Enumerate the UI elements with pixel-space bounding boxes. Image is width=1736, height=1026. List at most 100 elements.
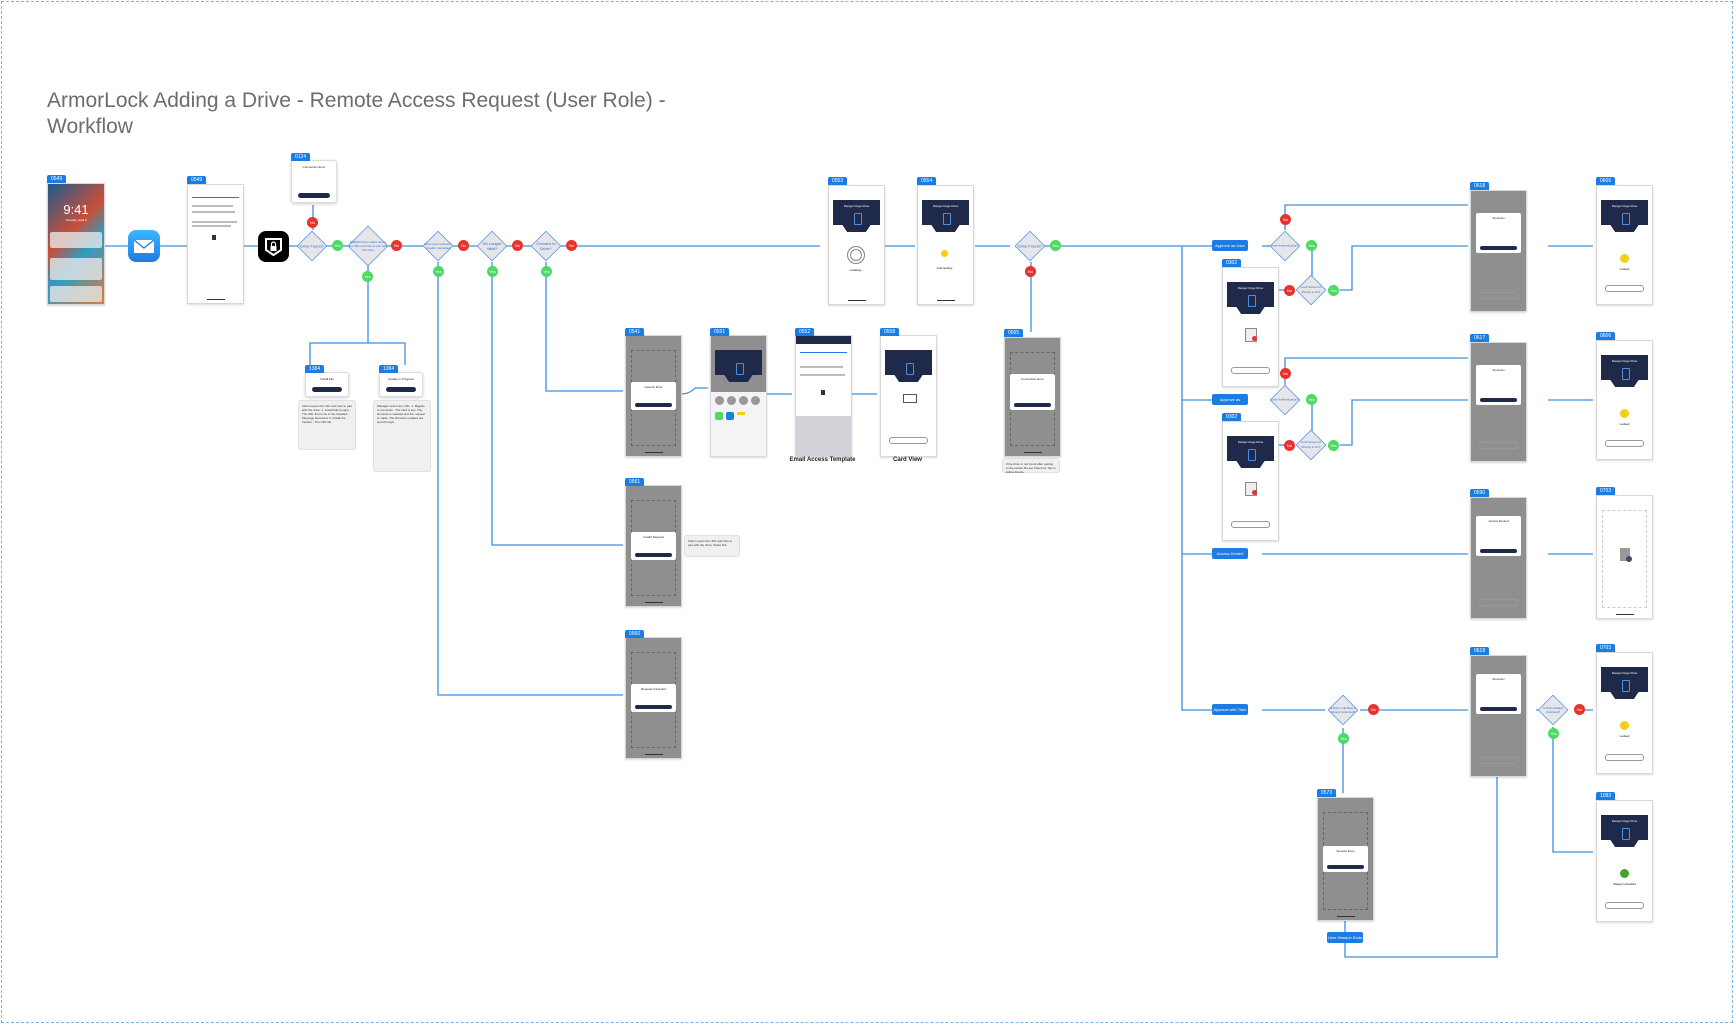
locked-screen: Danger Dogs Drive Locked (1596, 185, 1653, 305)
screen-caption: Card View (893, 457, 922, 463)
screen-tag: 0703 (1596, 487, 1616, 495)
request-button[interactable] (1479, 599, 1518, 606)
ok-button[interactable] (1327, 865, 1364, 869)
screen-tag: 0606 (1596, 177, 1616, 185)
ok-button[interactable] (1480, 549, 1517, 553)
screen-tag: 0703 (1596, 644, 1616, 652)
keyboard[interactable] (796, 416, 851, 456)
ok-button[interactable] (635, 403, 672, 407)
screen-tag: 0541 (625, 328, 645, 336)
no-badge: No (1574, 704, 1585, 715)
screen-tag: 0554 (917, 177, 937, 185)
done-button[interactable] (1480, 246, 1517, 250)
screen-caption: Email Access Template (789, 457, 856, 463)
last-known-location-button[interactable] (1605, 285, 1644, 292)
notes-icon[interactable] (737, 412, 745, 415)
screen-tag: 0551 (710, 328, 730, 336)
lock-time: 9:41 (63, 202, 89, 217)
locked-screen: Danger Dogs Drive Locked (1596, 340, 1653, 460)
close-button[interactable] (298, 193, 330, 198)
connecting-screen: Danger Dogs Drive Connecting... (917, 185, 974, 305)
approve-as-user-button[interactable]: Approve as User (1212, 240, 1248, 251)
lock-screen-mockup: 9:41 Tuesday, April 9 (47, 183, 105, 305)
ok-button[interactable] (635, 705, 672, 709)
unlock-button[interactable] (1231, 521, 1270, 528)
yes-badge: Yes (487, 266, 498, 277)
close-button[interactable] (1014, 403, 1051, 407)
decision-label: No Longer Valid? (482, 241, 502, 251)
decision-label: ERROR when Client opens the URL and trie… (348, 240, 388, 252)
generic-error-screen: Generic Error (625, 335, 682, 457)
access-denied-button[interactable]: Access Denied (1212, 548, 1248, 559)
decision-label: Lock Screen of iPhone is On? (1300, 285, 1321, 294)
screen-tag: 0565 (1004, 329, 1024, 337)
decision-always-unlocked: Is Drive Unlocked in Always Unlocked? (1327, 694, 1359, 726)
expired-document-icon (1620, 548, 1630, 561)
unlock-button[interactable] (1231, 367, 1270, 374)
no-badge: No (512, 240, 523, 251)
decision-label: Connect to Drive? (536, 241, 556, 251)
decision-drive-found: Drive Found? (296, 230, 328, 262)
screen-tag: 0618 (1470, 182, 1490, 190)
decision-ice: Drive Card ordered / Invalid / cancelled (422, 230, 454, 262)
screen-tag: 0558 (880, 328, 900, 336)
request-button[interactable] (1479, 442, 1518, 449)
mail-app-icon (128, 230, 160, 262)
yes-badge: Yes (1328, 285, 1339, 296)
always-unlocked-screen: Danger Dogs Drive Always Unlocked (1596, 800, 1653, 922)
yes-badge: Yes (1328, 440, 1339, 451)
request-button[interactable] (1479, 757, 1518, 764)
decision-label: Is Drive Unlocked in Always Unlocked? (1329, 706, 1357, 714)
decision-lock-screen-1: Lock Screen of iPhone is On? (1295, 274, 1327, 306)
yes-badge: Yes (332, 240, 343, 251)
unlock-icon (1619, 869, 1629, 878)
last-known-location-button[interactable] (1605, 440, 1644, 447)
ok-button[interactable] (312, 387, 342, 392)
approve-as-manager-button[interactable]: Approve as Manager (1212, 394, 1248, 413)
last-known-location-button[interactable] (1605, 902, 1644, 909)
screen-tag: 1384 (379, 365, 399, 373)
fw-update-note: Manager opens the URL. 1. Migrate to Com… (373, 400, 431, 472)
last-known-location-button[interactable] (1605, 754, 1644, 761)
user-session-ends-button[interactable]: User Session Ends (1327, 932, 1363, 943)
success-screen: Success! (1470, 342, 1527, 462)
notification[interactable] (50, 286, 102, 302)
no-badge: No (1368, 704, 1379, 715)
cancel-request-button[interactable] (889, 437, 928, 444)
lock-icon (1619, 721, 1629, 730)
mail-icon[interactable] (726, 412, 734, 420)
decision-user-auth-2: User Authentication? (1269, 384, 1301, 416)
done-button[interactable] (1480, 707, 1517, 711)
success-screen: Success! (1470, 655, 1527, 777)
decision-connect-drive: Connect to Drive? (530, 230, 562, 262)
no-badge: No (566, 240, 577, 251)
no-badge: No (1280, 368, 1291, 379)
no-badge: No (458, 240, 469, 251)
done-button[interactable] (1480, 398, 1517, 402)
screen-tag: 0302 (1222, 413, 1242, 421)
notification[interactable] (50, 258, 102, 280)
decision-lock-screen-2: Lock Screen of iPhone is On? (1295, 429, 1327, 461)
no-badge: No (307, 217, 318, 228)
screen-tag: 0618 (1470, 647, 1490, 655)
user-locked-screen: Danger Dogs Drive (1222, 267, 1279, 387)
decision-label: User Authentication? (1271, 397, 1299, 402)
yes-badge: Yes (1050, 240, 1061, 251)
request-button[interactable] (1479, 292, 1518, 299)
approve-with-time-button[interactable]: Approve with Time (1212, 704, 1248, 715)
ok-button[interactable] (635, 553, 672, 557)
notification[interactable] (50, 232, 102, 248)
request-expired-screen (1596, 495, 1653, 619)
lock-icon (1619, 409, 1629, 418)
decision-fw-check: ERROR when Client opens the URL and trie… (347, 225, 389, 267)
no-badge: No (391, 240, 402, 251)
status-text: Connecting... (936, 266, 955, 270)
status-text: Locked (1619, 422, 1630, 426)
email-template-screen (795, 335, 852, 457)
locating-screen: Danger Dogs Drive Locating... (828, 185, 885, 305)
no-badge: No (1025, 266, 1036, 277)
ok-button[interactable] (386, 387, 416, 392)
messages-icon[interactable] (715, 412, 723, 420)
decision-label: Is Drive Always Unlocked? (1542, 706, 1564, 714)
